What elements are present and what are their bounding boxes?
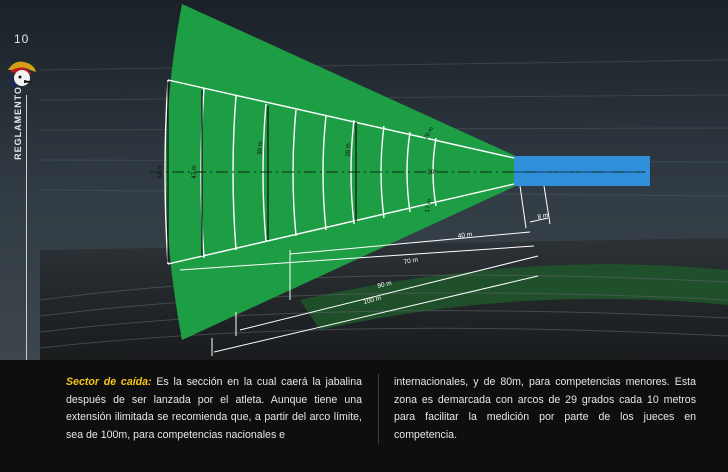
body-text-area: Sector de caída: Es la sección en la cua… — [0, 360, 728, 472]
distance-label-40: 40 m — [457, 231, 472, 240]
width-dimensions — [167, 82, 357, 262]
width-label-20: 20 m — [423, 126, 435, 141]
width-label-47: 47 m — [192, 165, 198, 178]
distance-label-70: 70 m — [403, 257, 418, 266]
width-label-54: 54 m — [158, 165, 164, 178]
width-label-17: 17 m — [425, 199, 433, 213]
lead-term: Sector de caída: — [66, 376, 152, 388]
distance-label-100: 100 m — [363, 295, 382, 306]
width-label-29: 29 m — [346, 143, 352, 156]
body-column-right: internacionales, y de 80m, para competen… — [394, 374, 696, 444]
sector-arcs — [164, 79, 515, 265]
body-text-left: Es la sección en la cual caerá la jabali… — [66, 376, 363, 441]
page-number: 10 — [14, 32, 30, 46]
page-sidebar: 10 REGLAMENTO — [0, 0, 40, 360]
runway — [514, 156, 650, 186]
body-text-right: internacionales, y de 80m, para competen… — [394, 376, 696, 441]
angle-label: 29° — [427, 170, 437, 176]
distance-label-90: 90 m — [377, 280, 393, 290]
width-label-39: 39 m — [258, 141, 264, 154]
body-column-left: Sector de caída: Es la sección en la cua… — [66, 374, 362, 444]
sidebar-divider — [26, 95, 27, 360]
column-divider — [378, 374, 379, 444]
mascot-logo-icon — [8, 61, 36, 87]
distance-label-8: 8 m — [537, 212, 549, 221]
javelin-sector-diagram: 54 m 47 m 39 m 29 m 20 m 17 m 29° 8 m 40… — [150, 4, 650, 356]
distance-dimensions — [179, 185, 551, 356]
